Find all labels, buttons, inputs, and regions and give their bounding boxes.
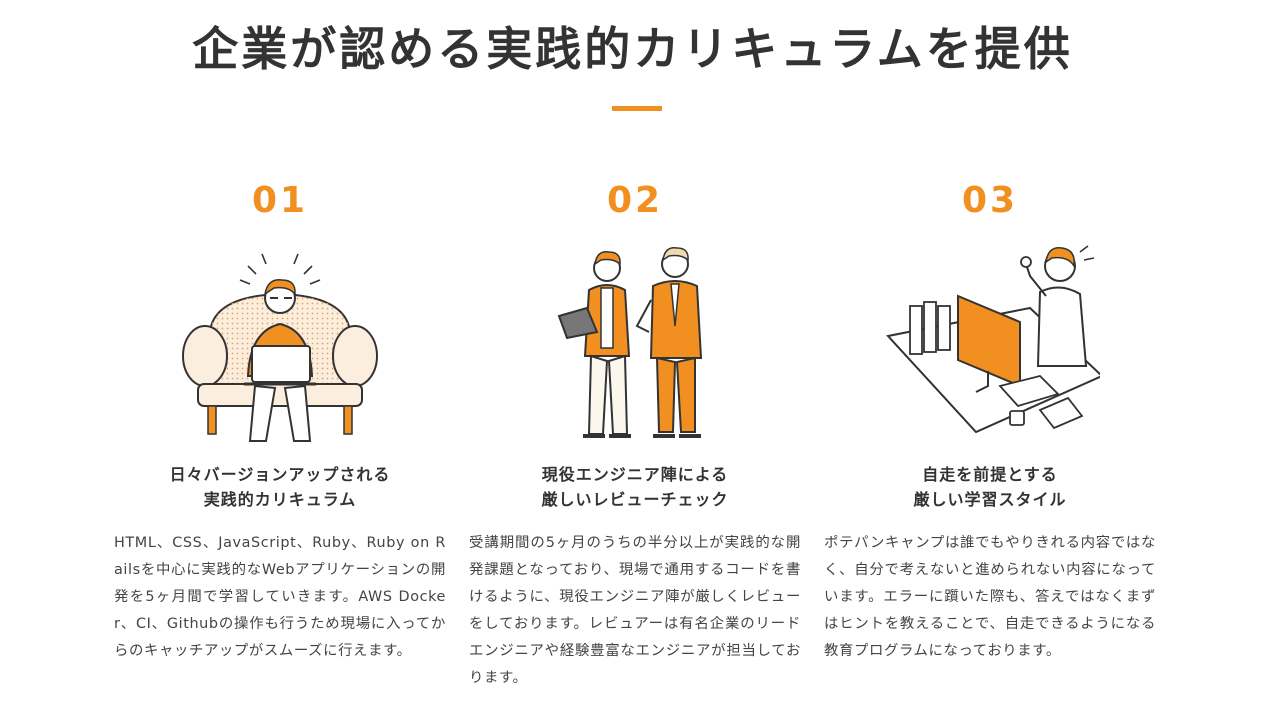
feature-description: ポテパンキャンプは誰でもやりきれる内容ではなく、自分で考えないと進められない内容… [824, 535, 1156, 659]
feature-card-03: 03 自走を前提とする 厳しい学習スタ [820, 178, 1160, 679]
feature-heading: 日々バージョンアップされる 実践的カリキュラム [110, 462, 450, 512]
feature-number: 03 [961, 180, 1019, 221]
title-underline [612, 106, 662, 111]
feature-heading-line1: 日々バージョンアップされる [169, 465, 391, 484]
feature-card-02: 02 現役エンジニア陣による 厳しいレビューチェック 受講期間の5ヶ月のうち [465, 178, 805, 706]
feature-number: 01 [251, 180, 309, 221]
feature-heading-line1: 現役エンジニア陣による [541, 465, 729, 484]
feature-heading-line2: 厳しい学習スタイル [913, 490, 1067, 509]
two-engineers-illustration [557, 247, 703, 438]
feature-card-01: 01 [110, 178, 450, 679]
feature-number: 02 [606, 180, 664, 221]
feature-heading: 自走を前提とする 厳しい学習スタイル [820, 462, 1160, 512]
feature-heading-line2: 実践的カリキュラム [203, 490, 357, 509]
feature-heading: 現役エンジニア陣による 厳しいレビューチェック [465, 462, 805, 512]
feature-heading-line2: 厳しいレビューチェック [541, 490, 729, 509]
section-title: 企業が認める実践的カリキュラムを提供 [192, 22, 1073, 76]
feature-description: 受講期間の5ヶ月のうちの半分以上が実践的な開発課題となっており、現場で通用するコ… [469, 535, 801, 686]
feature-heading-line1: 自走を前提とする [922, 465, 1058, 484]
feature-description: HTML、CSS、JavaScript、Ruby、Ruby on Railsを中… [114, 535, 446, 659]
person-on-sofa-illustration [182, 253, 378, 442]
desk-worker-illustration [886, 245, 1100, 434]
